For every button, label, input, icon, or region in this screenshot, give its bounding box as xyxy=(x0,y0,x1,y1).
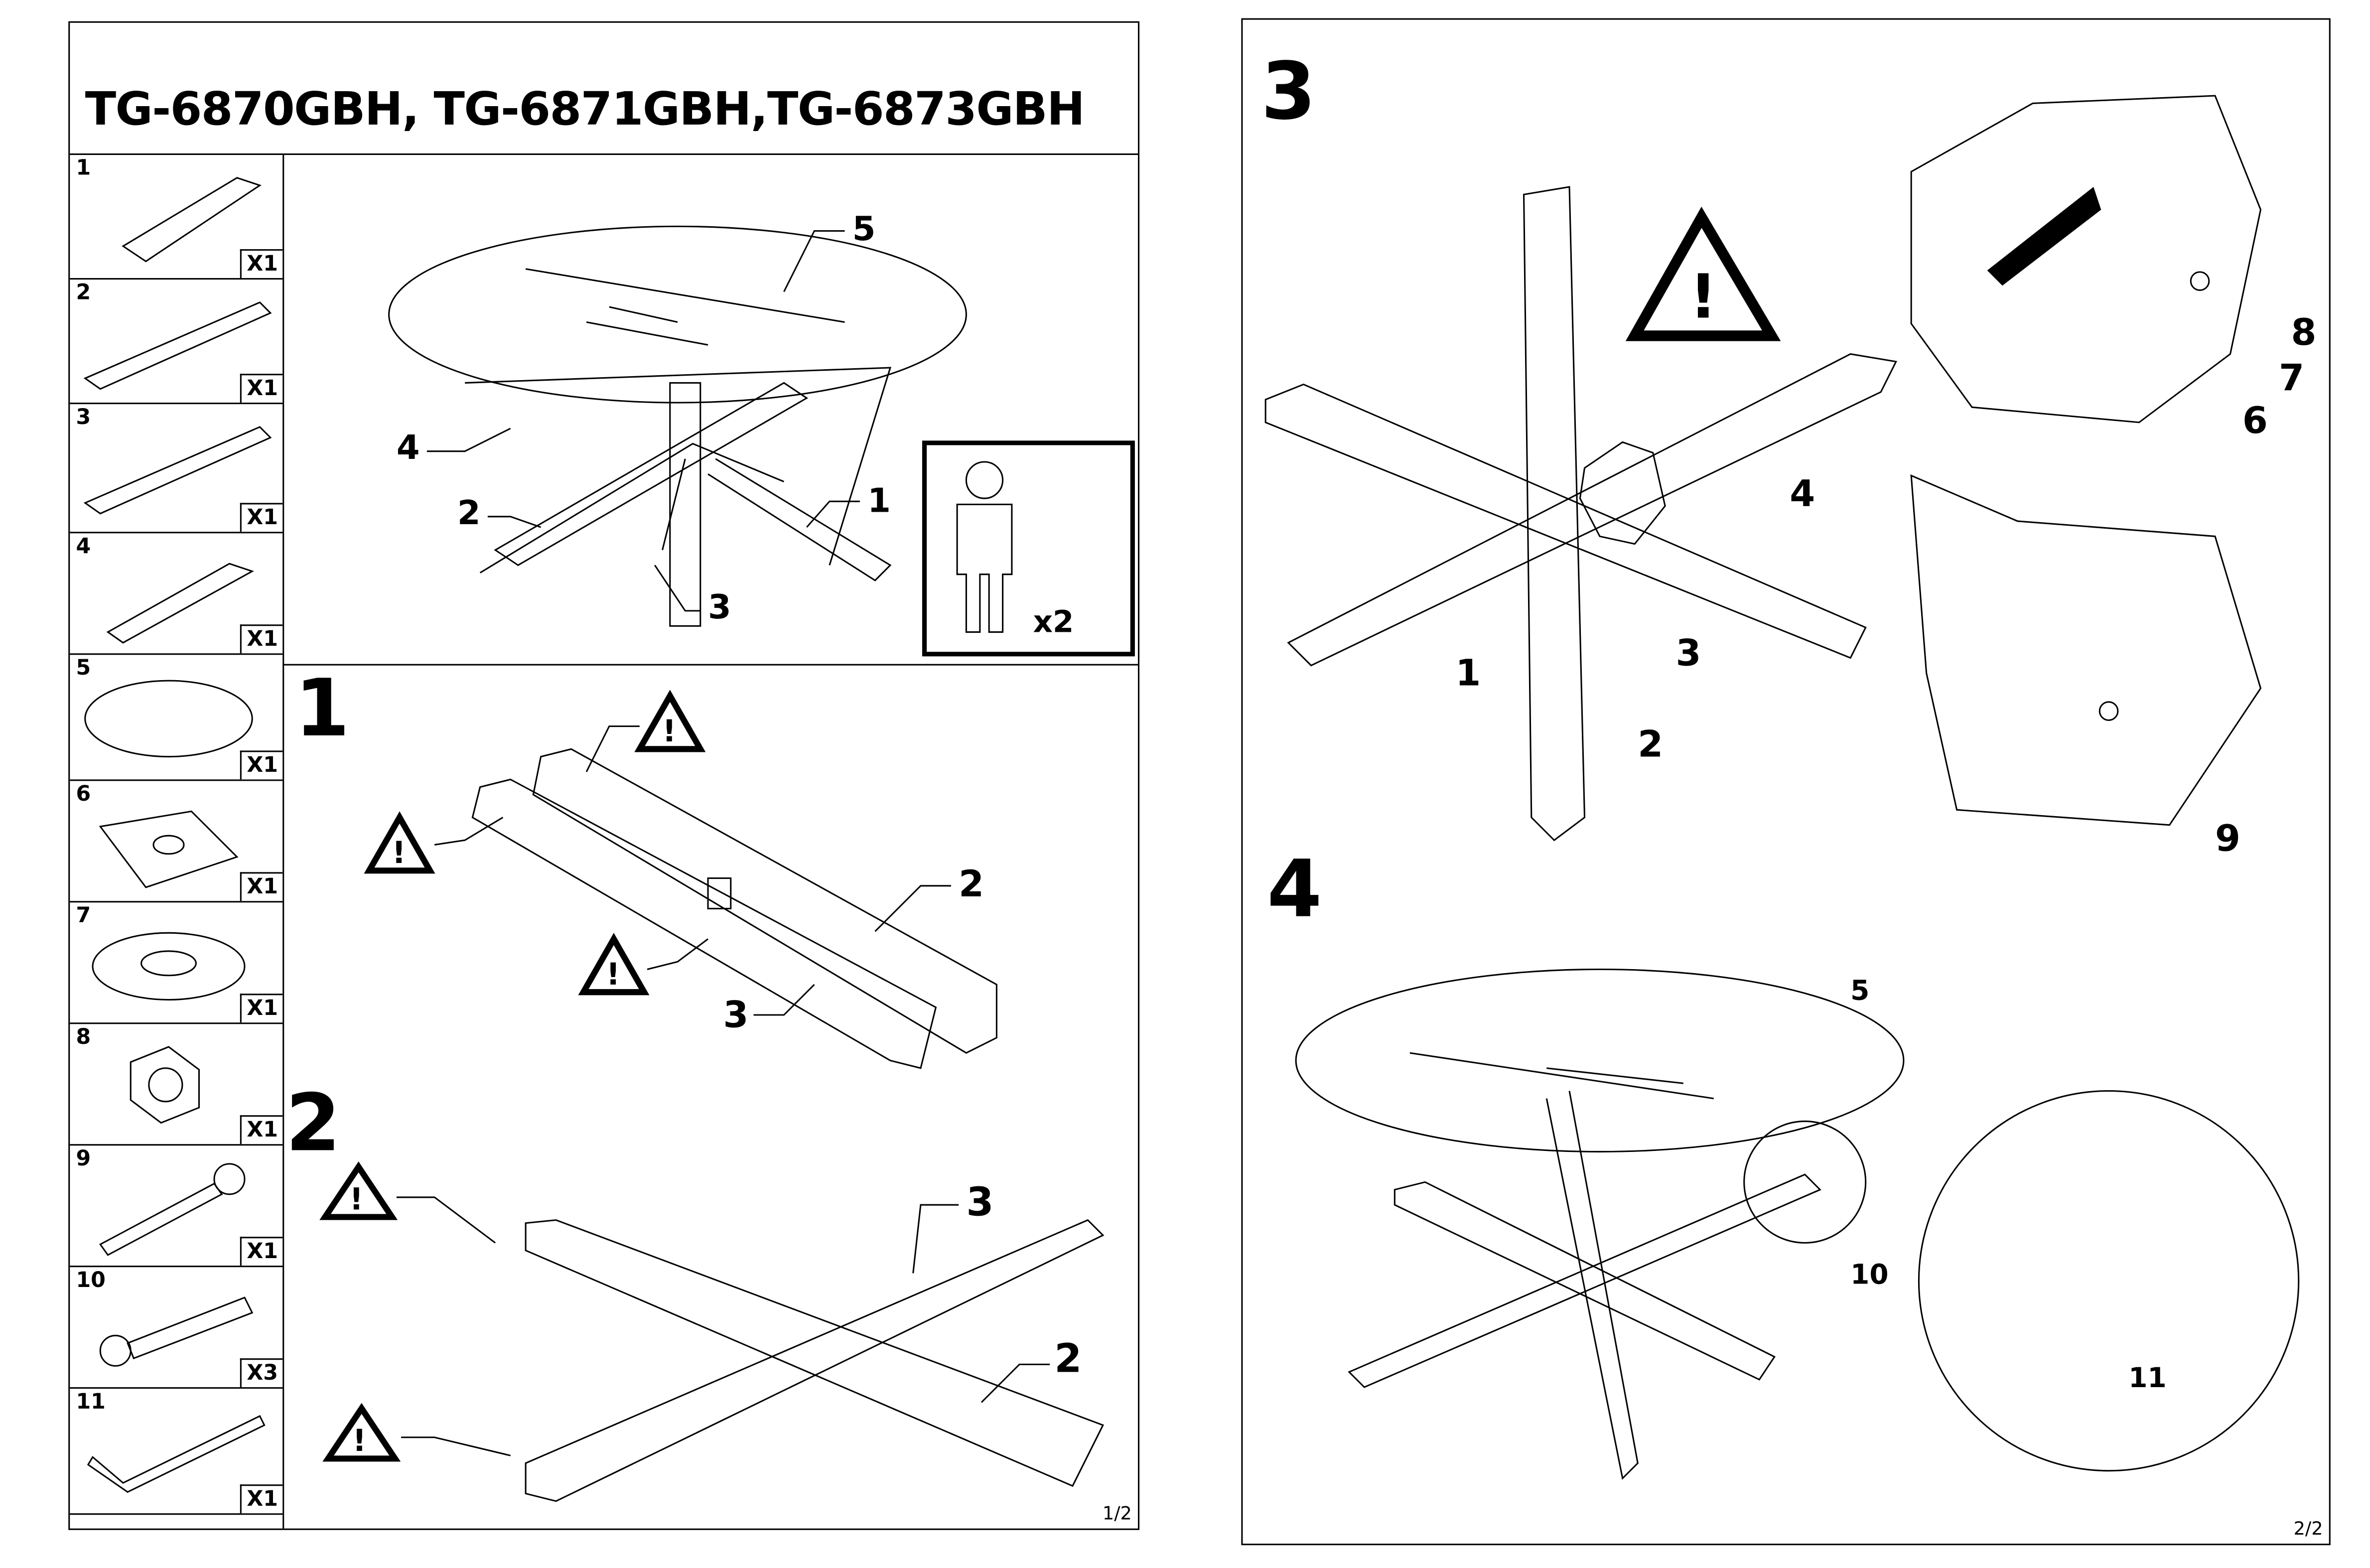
callout-1: 1 xyxy=(1455,652,1481,694)
part-number: 9 xyxy=(76,1147,91,1172)
callout-7: 7 xyxy=(2279,357,2304,400)
overview-callouts: 5 4 2 1 3 xyxy=(397,209,891,626)
svg-text:!: ! xyxy=(352,1423,366,1458)
step-1-diagram: ! ! ! 2 3 xyxy=(364,690,997,1069)
header-divider xyxy=(70,153,1138,155)
part-quantity: X1 xyxy=(241,994,283,1023)
callout-11: 11 xyxy=(2128,1362,2166,1394)
svg-text:!: ! xyxy=(1689,261,1717,332)
part-number: 10 xyxy=(76,1269,106,1293)
part-number: 8 xyxy=(76,1025,91,1050)
instruction-page-2: 3 ! 4 1 3 2 8 7 6 9 4 5 10 11 2/2 xyxy=(1241,18,2331,1546)
part-number: 11 xyxy=(76,1390,106,1415)
callout-4: 4 xyxy=(397,428,420,467)
part-quantity: X1 xyxy=(241,503,283,532)
part-number: 2 xyxy=(76,281,91,305)
long-beam-icon xyxy=(83,301,272,390)
long-beam-icon xyxy=(83,426,272,515)
callout-5: 5 xyxy=(852,209,876,248)
part-number: 4 xyxy=(76,535,91,560)
two-person-assembly-box: x2 xyxy=(922,440,1135,657)
svg-text:!: ! xyxy=(392,835,406,870)
warning-icon: ! xyxy=(319,1161,398,1220)
part-quantity: X1 xyxy=(241,1237,283,1266)
part-quantity: X1 xyxy=(241,1115,283,1144)
part-quantity: X1 xyxy=(241,872,283,901)
part-quantity: X1 xyxy=(241,374,283,403)
warning-icon: ! xyxy=(578,933,650,996)
callout-2: 2 xyxy=(1054,1335,1082,1382)
part-quantity: X1 xyxy=(241,750,283,780)
svg-text:!: ! xyxy=(606,957,620,992)
callout-3: 3 xyxy=(966,1179,993,1225)
callout-3: 3 xyxy=(708,587,731,626)
callout-8: 8 xyxy=(2291,311,2316,354)
callout-3: 3 xyxy=(723,994,749,1036)
svg-text:!: ! xyxy=(663,713,677,749)
warning-icon: ! xyxy=(1625,206,1781,341)
page-number: 1/2 xyxy=(1102,1502,1132,1524)
part-number: 1 xyxy=(76,156,91,181)
part-number: 3 xyxy=(76,406,91,430)
page-number: 2/2 xyxy=(2293,1518,2323,1540)
washer-icon xyxy=(92,932,246,1001)
part-number: 7 xyxy=(76,904,91,929)
callout-2: 2 xyxy=(959,863,984,905)
glass-top-icon xyxy=(84,680,253,758)
callout-3: 3 xyxy=(1675,632,1701,675)
step-3-diagram: ! 4 1 3 2 8 7 6 9 xyxy=(1264,95,2316,860)
callout-5: 5 xyxy=(1850,975,1869,1006)
nut-icon xyxy=(130,1046,200,1124)
step-1-label: 1 xyxy=(294,664,350,755)
bracket-icon xyxy=(99,810,239,888)
part-quantity: X3 xyxy=(241,1358,283,1388)
step-4-diagram: 5 10 11 xyxy=(1295,968,2300,1480)
callout-4: 4 xyxy=(1790,472,1815,515)
part-quantity: X1 xyxy=(241,624,283,654)
leg-post-icon xyxy=(122,177,262,263)
part-quantity: X1 xyxy=(241,249,283,279)
callout-6: 6 xyxy=(2242,400,2268,442)
overview-divider xyxy=(282,664,1138,666)
step-2-label: 2 xyxy=(285,1079,341,1170)
bolt-icon xyxy=(99,1296,254,1367)
eye-bolt-icon xyxy=(99,1163,246,1256)
part-number: 6 xyxy=(76,782,91,807)
part-number: 5 xyxy=(76,656,91,681)
callout-1: 1 xyxy=(867,481,891,520)
allen-key-icon xyxy=(87,1415,266,1493)
person-count: x2 xyxy=(1033,603,1074,640)
step-2-diagram: ! ! 3 2 xyxy=(319,1161,1105,1502)
svg-text:!: ! xyxy=(349,1181,363,1217)
callout-9: 9 xyxy=(2215,818,2240,860)
callout-10: 10 xyxy=(1850,1259,1888,1290)
part-quantity: X1 xyxy=(241,1484,283,1514)
assembled-table-diagram: 5 4 2 1 3 xyxy=(388,209,967,627)
model-title: TG-6870GBH, TG-6871GBH,TG-6873GBH xyxy=(85,83,1085,137)
warning-icon: ! xyxy=(634,690,706,752)
step-4-label: 4 xyxy=(1267,845,1322,936)
warning-icon: ! xyxy=(364,811,435,874)
warning-icon: ! xyxy=(322,1403,401,1462)
short-beam-icon xyxy=(106,563,254,644)
step-3-label: 3 xyxy=(1261,47,1316,139)
person-icon xyxy=(956,461,1013,633)
callout-2: 2 xyxy=(457,493,481,532)
callout-2: 2 xyxy=(1638,723,1663,766)
